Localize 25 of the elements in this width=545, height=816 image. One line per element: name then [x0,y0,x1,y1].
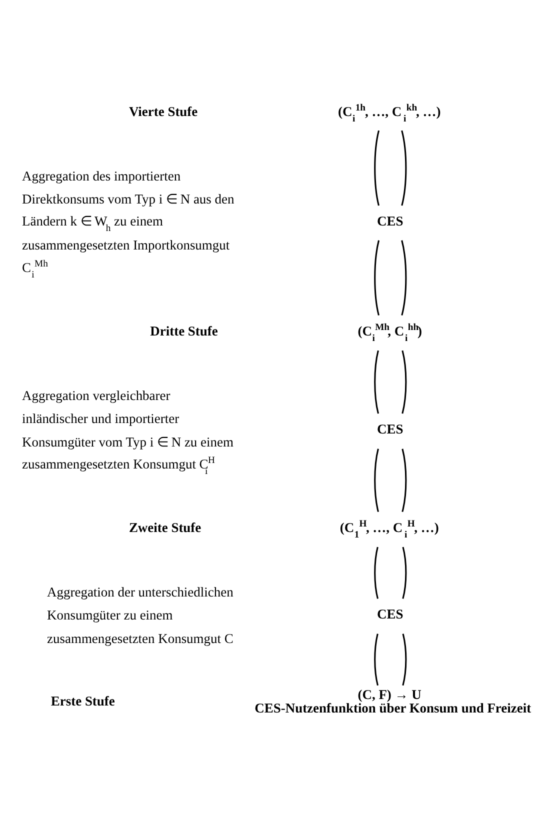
connector [374,350,379,414]
connector [374,634,378,686]
node-text: CES [377,606,404,622]
node-text: (C, F) → U [358,687,422,702]
node-label: CES-Nutzenfunktion über Konsum und Freizeit [254,700,532,716]
connector [401,240,407,316]
node-text: CES [377,214,404,229]
connector [401,130,407,206]
connector [374,240,380,316]
node-text: (C$_{i}$$^{1h}$, …, C$_{i}$$^{kh}$, …) [338,102,441,124]
node-text: (C$_{1}$$^{H}$, …, C$_{i}$$^{H}$, …) [340,518,439,540]
connector [402,634,407,686]
connector [402,350,407,414]
connector [374,448,379,512]
connector [374,130,380,206]
connector [374,546,378,599]
label: Zweite Stufe [128,520,202,535]
label: Erste Stufe [50,693,115,708]
label: Aggregation der unterschiedlichen Konsumgüter zu einem zusammengesetzten Konsumgut C [47,584,234,646]
label: Dritte Stufe [150,323,218,338]
node-text: (C$_{i}$$^{Mh}$, C$_{i}$$^{hh}$) [358,322,422,344]
label: Vierte Stufe [128,104,198,119]
node-text: CES [377,422,404,437]
connector [402,546,407,599]
connector [402,448,407,512]
